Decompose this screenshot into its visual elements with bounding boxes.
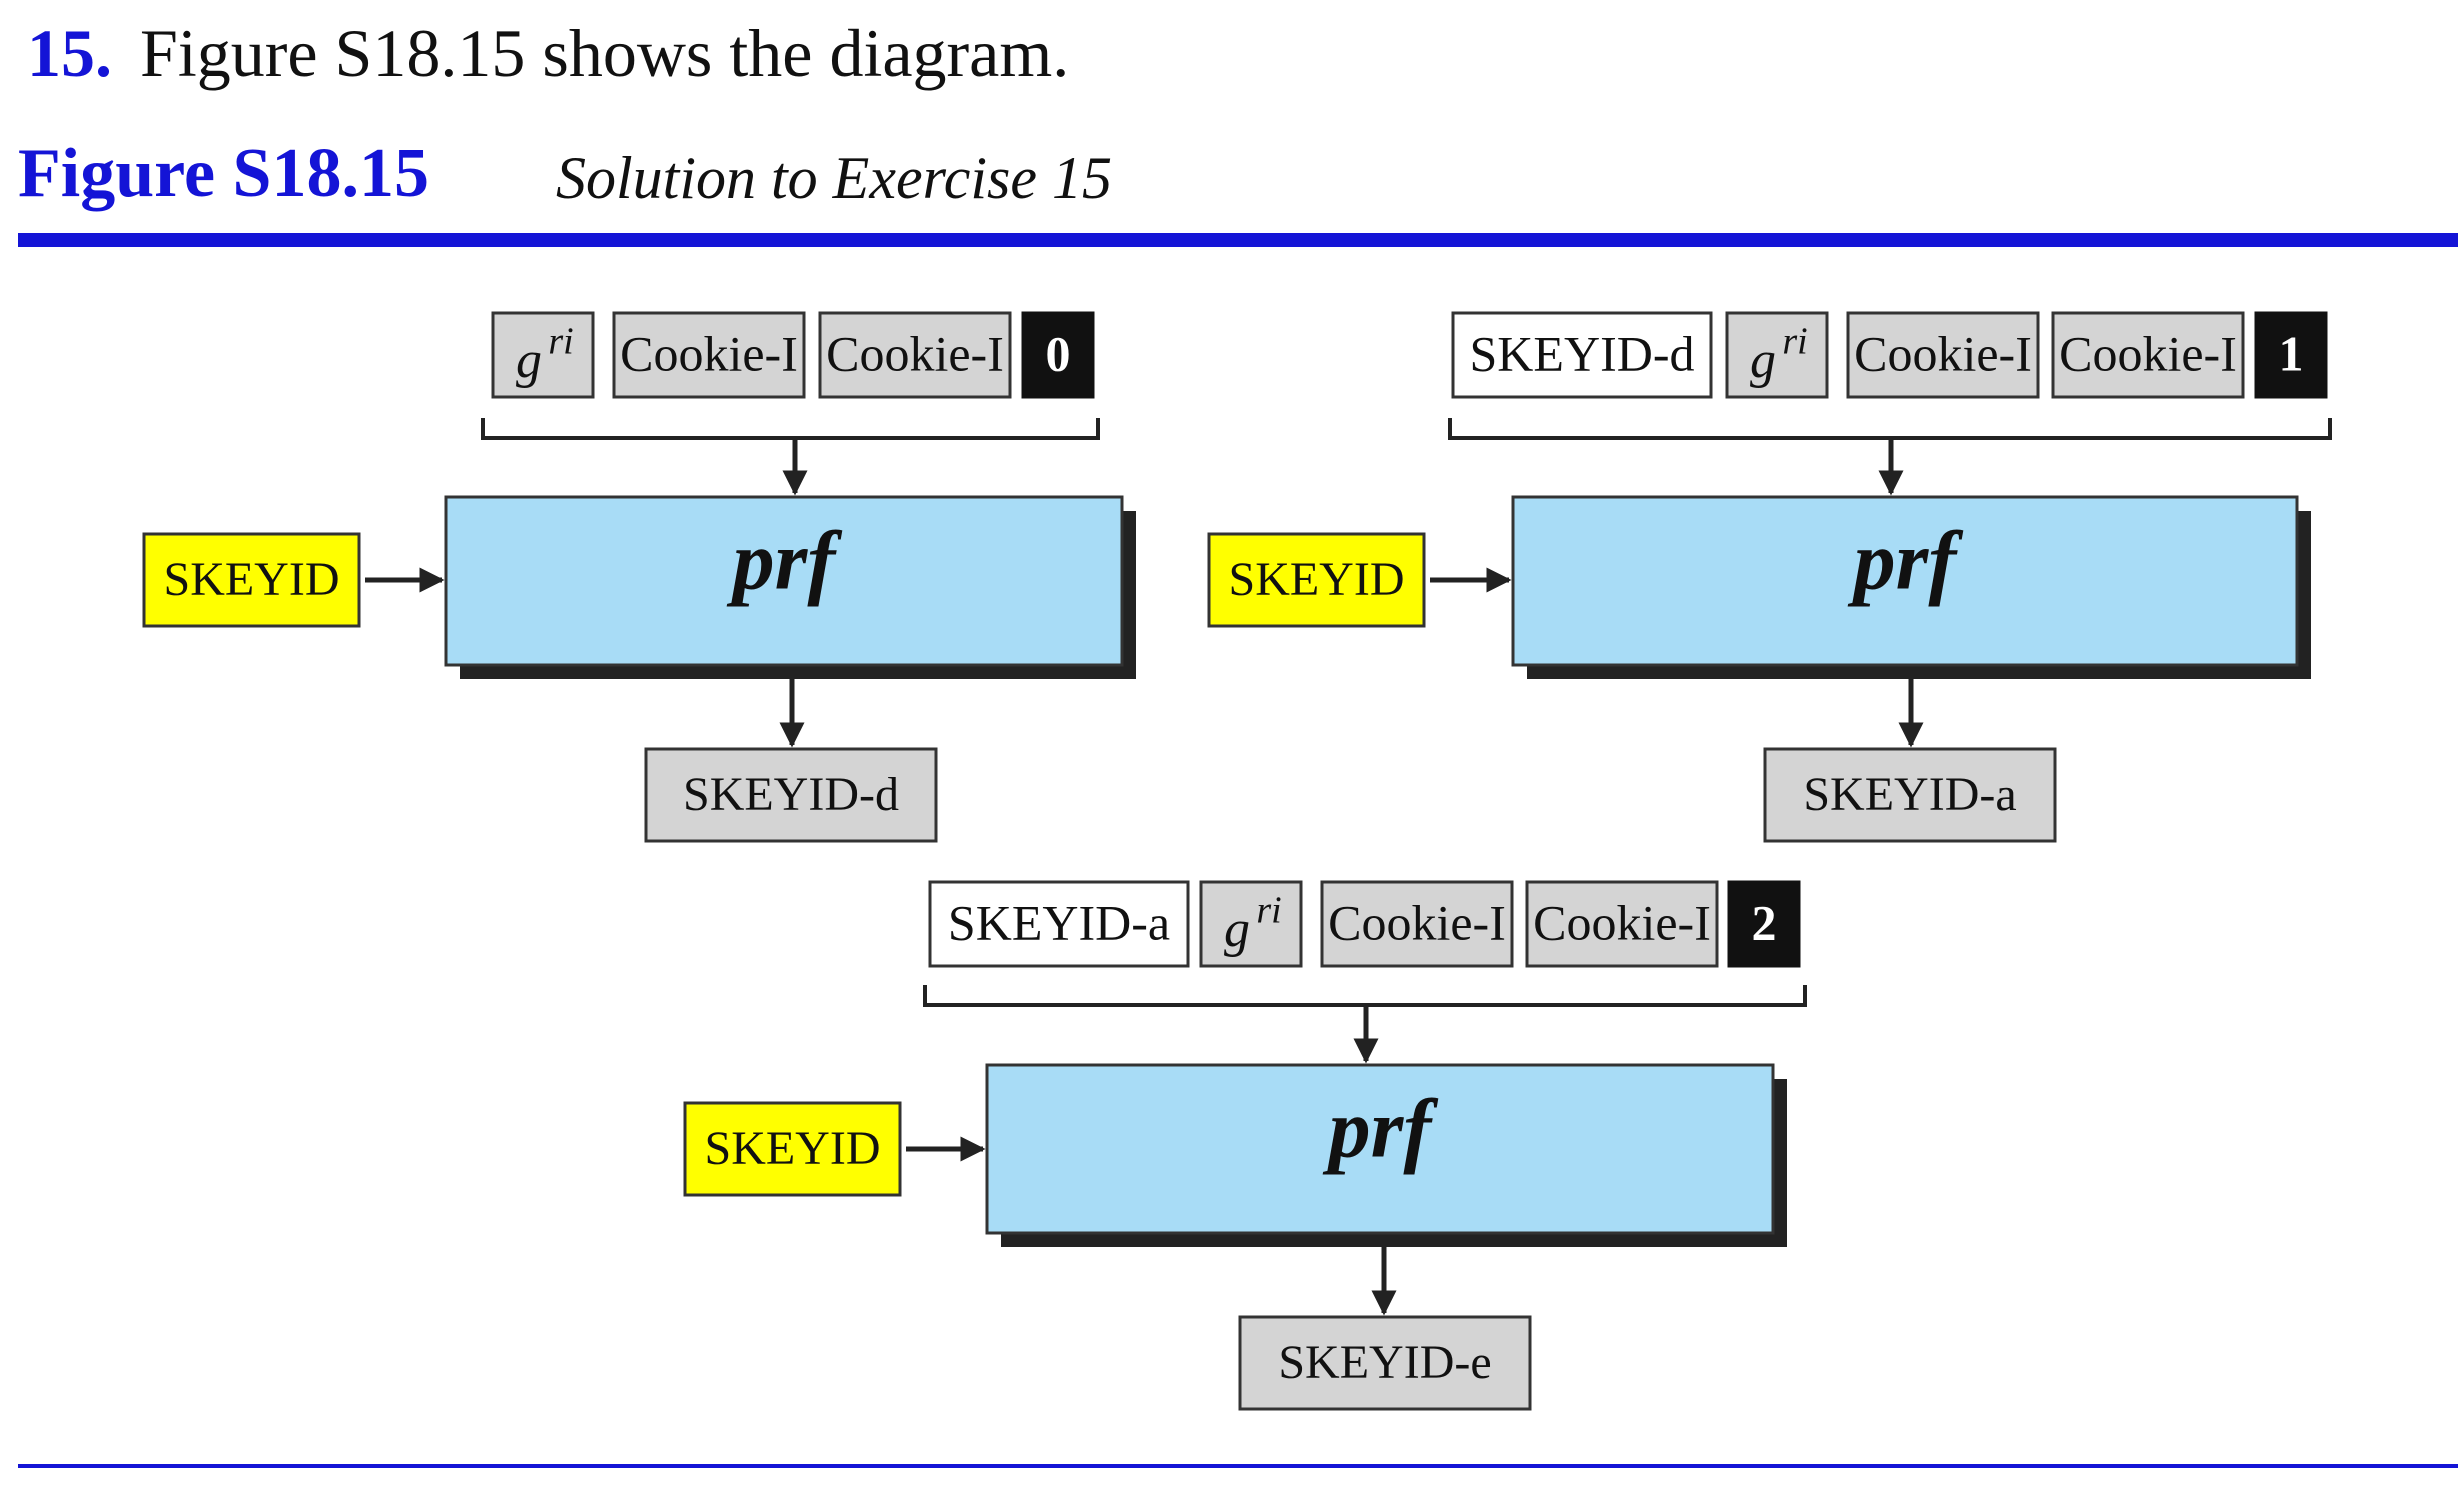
prf-box <box>985 1063 1775 1235</box>
skeyid-key-box <box>142 532 361 628</box>
input-field-index: 2 <box>1727 880 1801 968</box>
output-box <box>1763 747 2057 843</box>
skeyid-key-box <box>683 1101 902 1197</box>
input-field-text: Cookie-I <box>620 325 798 381</box>
ri-superscript-text: ri <box>548 321 573 363</box>
input-field-gray: Cookie-I <box>2051 311 2245 399</box>
input-field-text: Cookie-I <box>1328 894 1506 950</box>
input-field-text: Cookie-I <box>826 325 1004 381</box>
input-field-gray: Cookie-I <box>818 311 1012 399</box>
input-field-text: SKEYID-a <box>948 894 1170 950</box>
prf-box <box>444 495 1124 667</box>
input-field-text: Cookie-I <box>1854 325 2032 381</box>
input-field-box <box>1727 880 1801 968</box>
input-field-index: 1 <box>2254 311 2328 399</box>
input-field-gray: Cookie-I <box>1320 880 1514 968</box>
ri-superscript-text: ri <box>1256 890 1281 932</box>
input-field-gray: Cookie-I <box>612 311 806 399</box>
figure-top-rule <box>18 233 2458 247</box>
output-label: SKEYID-e <box>1278 1336 1491 1389</box>
g-base-text: g <box>1224 901 1250 958</box>
prf-label: prf <box>1323 1082 1439 1175</box>
prf-label: prf <box>1848 514 1964 607</box>
exercise-number: 15. <box>27 15 112 91</box>
index-text: 1 <box>2279 325 2304 381</box>
input-bracket <box>1448 418 2332 440</box>
ri-superscript-text: ri <box>1782 321 1807 363</box>
input-field-box <box>612 311 806 399</box>
input-field-white: SKEYID-a <box>928 880 1190 968</box>
g-base-text: g <box>1750 332 1776 389</box>
g-base-text: g <box>516 332 542 389</box>
input-field-box <box>1199 880 1303 968</box>
figure-header: Figure S18.15 Solution to Exercise 15 <box>18 134 1112 214</box>
input-field-text: Cookie-I <box>1533 894 1711 950</box>
input-field-box <box>1320 880 1514 968</box>
skeyid-key-label: SKEYID <box>164 553 340 606</box>
input-field-index: 0 <box>1021 311 1095 399</box>
prf-box <box>1511 495 2299 667</box>
input-field-box <box>928 880 1190 968</box>
skeyid-key-label: SKEYID <box>705 1122 881 1175</box>
input-field-box <box>1846 311 2040 399</box>
exercise-text: Figure S18.15 shows the diagram. <box>140 15 1070 91</box>
input-field-box <box>818 311 1012 399</box>
input-field-box <box>1021 311 1095 399</box>
output-label: SKEYID-a <box>1803 768 2016 821</box>
input-field-gray: Cookie-I <box>1525 880 1719 968</box>
figure-bottom-rule <box>18 1464 2458 1468</box>
input-field-box <box>2254 311 2328 399</box>
figure-label: Figure S18.15 <box>18 135 429 212</box>
skeyid-key-label: SKEYID <box>1229 553 1405 606</box>
index-text: 2 <box>1752 894 1777 950</box>
input-field-text: SKEYID-d <box>1470 325 1695 381</box>
skeyid-key-box <box>1207 532 1426 628</box>
input-field-box <box>1451 311 1713 399</box>
input-field-text: Cookie-I <box>2059 325 2237 381</box>
output-box <box>644 747 938 843</box>
input-field-box <box>1525 880 1719 968</box>
output-label: SKEYID-d <box>683 768 899 821</box>
input-bracket <box>923 985 1807 1007</box>
input-field-gray: Cookie-I <box>1846 311 2040 399</box>
exercise-statement: 15. Figure S18.15 shows the diagram. <box>27 14 1069 93</box>
prf-label: prf <box>727 514 843 607</box>
output-box <box>1238 1315 1532 1411</box>
input-field-box <box>491 311 595 399</box>
input-field-box <box>1725 311 1829 399</box>
input-field-white: SKEYID-d <box>1451 311 1713 399</box>
index-text: 0 <box>1046 325 1071 381</box>
input-bracket <box>481 418 1100 440</box>
figure-caption: Solution to Exercise 15 <box>556 145 1112 211</box>
input-field-box <box>2051 311 2245 399</box>
